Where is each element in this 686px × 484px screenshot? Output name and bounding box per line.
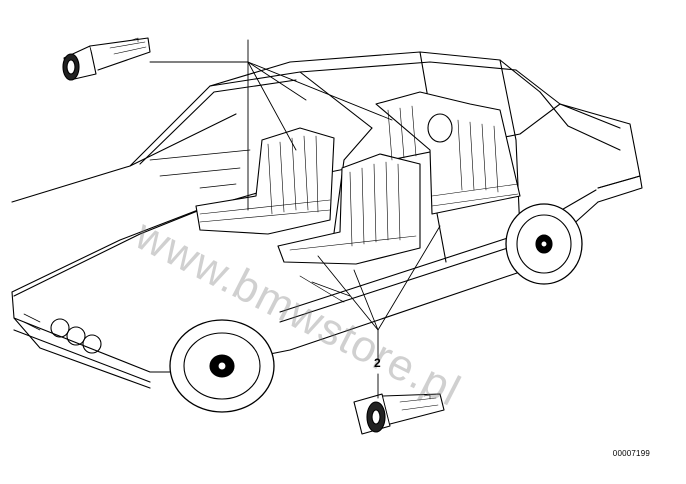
front-seats bbox=[195, 127, 421, 265]
leader-lines bbox=[149, 39, 441, 399]
front-wheel bbox=[169, 319, 275, 413]
rear-seat bbox=[375, 91, 521, 215]
callout-2: 2 bbox=[374, 356, 381, 370]
material-roll-upper bbox=[62, 37, 151, 81]
diagram-part-number: 00007199 bbox=[612, 449, 650, 458]
interior-floor bbox=[149, 149, 351, 303]
material-roll-lower bbox=[353, 393, 445, 435]
rear-wheel bbox=[505, 203, 583, 285]
